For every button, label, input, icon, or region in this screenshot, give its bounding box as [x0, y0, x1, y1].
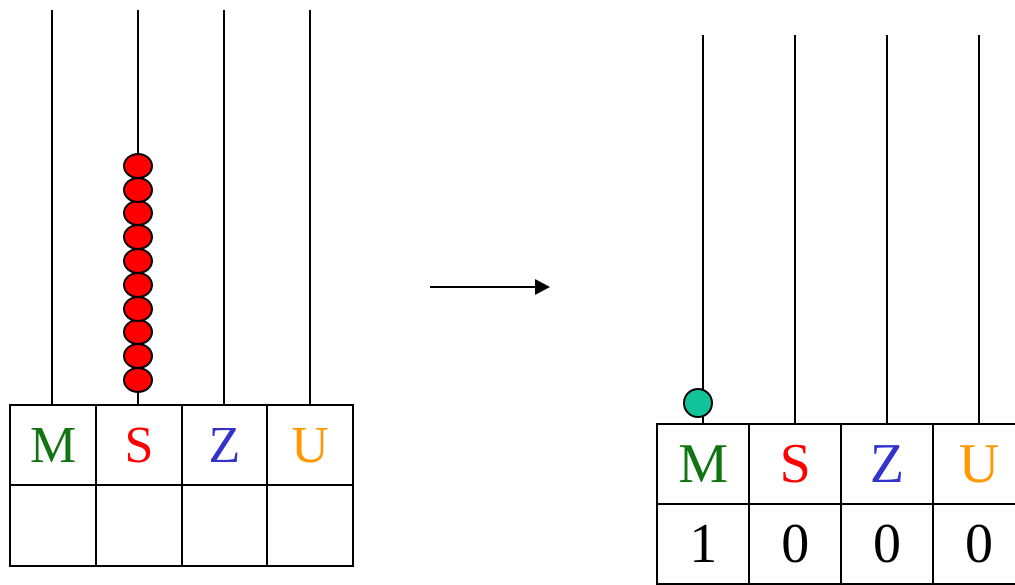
digit-u: 0 — [931, 503, 1015, 585]
header-u: U — [931, 423, 1015, 505]
arrow-right-icon — [535, 279, 550, 295]
digit-z: 0 — [840, 503, 934, 585]
header-z: Z — [180, 404, 269, 486]
rod-z-before — [223, 10, 225, 405]
bead — [123, 319, 153, 346]
arrow-line — [430, 286, 537, 288]
digit-s — [95, 484, 183, 567]
bead — [123, 367, 153, 393]
bead — [123, 271, 153, 298]
bead — [683, 388, 713, 418]
rod-m-before — [51, 10, 53, 405]
bead — [123, 248, 153, 274]
header-m: M — [655, 423, 751, 505]
place-value-table-after: M S Z U 1 0 0 0 — [655, 423, 1015, 585]
bead — [123, 200, 153, 227]
bead — [123, 295, 153, 322]
header-u: U — [266, 404, 354, 486]
digit-s: 0 — [748, 503, 843, 585]
digit-z — [180, 484, 269, 567]
rod-z-after — [886, 35, 888, 425]
rod-u-before — [309, 10, 311, 405]
header-z: Z — [840, 423, 934, 505]
header-s: S — [95, 404, 183, 486]
bead — [123, 152, 153, 179]
rod-m-after — [702, 35, 704, 425]
bead — [123, 343, 153, 370]
digit-m: 1 — [655, 503, 751, 585]
bead — [123, 224, 153, 251]
header-m: M — [8, 404, 98, 486]
header-s: S — [748, 423, 843, 505]
rod-u-after — [978, 35, 980, 425]
digit-m — [8, 484, 98, 567]
place-value-table-before: M S Z U — [8, 404, 354, 567]
rod-s-after — [794, 35, 796, 425]
bead — [123, 176, 153, 203]
digit-u — [266, 484, 354, 567]
